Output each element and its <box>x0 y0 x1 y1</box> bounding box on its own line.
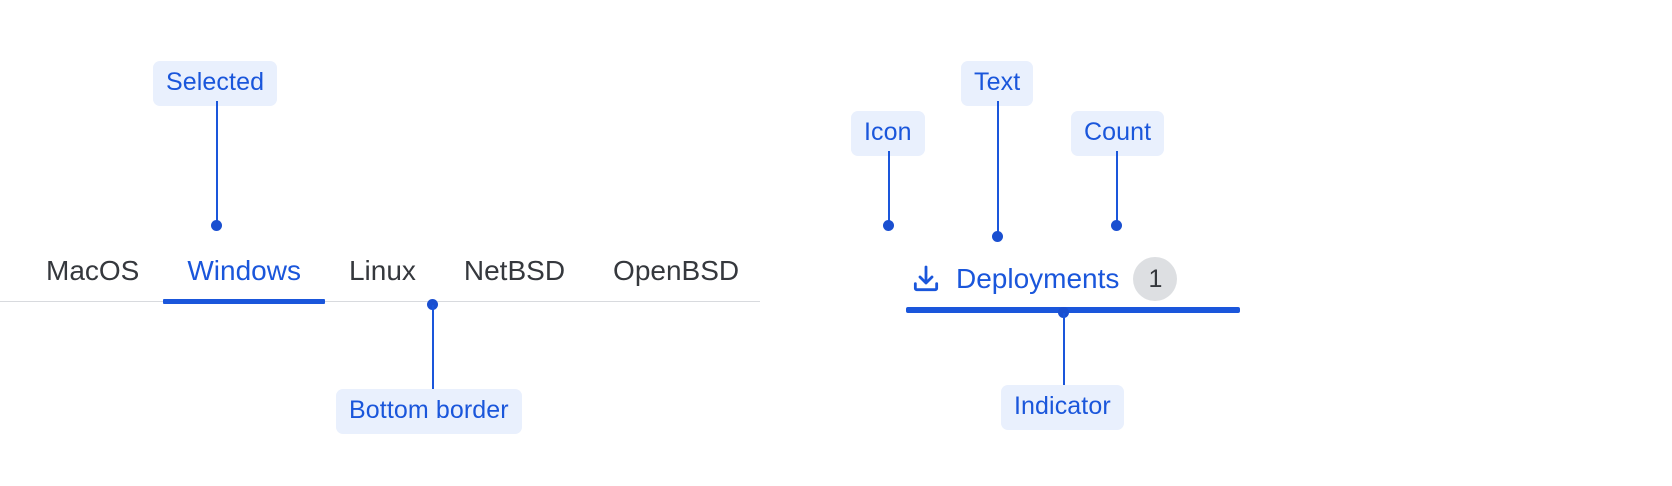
annotation-selected: Selected <box>153 61 278 106</box>
annotation-count: Count <box>1071 111 1165 156</box>
tabbar-deployments: Deployments 1 <box>906 252 1246 314</box>
annotation-indicator-dot <box>1058 307 1069 318</box>
annotation-text-connector <box>997 101 999 236</box>
annotation-icon: Icon <box>851 111 925 156</box>
tab-label: Deployments <box>956 263 1120 294</box>
annotation-indicator-connector <box>1063 313 1065 385</box>
annotation-indicator: Indicator <box>1001 385 1124 430</box>
annotation-selected-connector <box>216 101 218 225</box>
tab-active-underline <box>163 299 325 304</box>
annotation-bottom-border-connector <box>432 305 434 389</box>
tab-label: Windows <box>187 255 301 286</box>
annotation-text: Text <box>961 61 1034 106</box>
tab-label: OpenBSD <box>613 255 740 286</box>
download-icon <box>910 263 942 295</box>
tab-deployments[interactable]: Deployments 1 <box>906 252 1246 306</box>
tab-count-badge: 1 <box>1133 257 1178 301</box>
tab-linux[interactable]: Linux <box>325 257 440 301</box>
annotation-selected-dot <box>211 220 222 231</box>
annotation-bottom-border-dot <box>427 299 438 310</box>
tab-netbsd[interactable]: NetBSD <box>440 257 589 301</box>
annotation-text-dot <box>992 231 1003 242</box>
annotation-icon-dot <box>883 220 894 231</box>
annotation-bottom-border: Bottom border <box>336 389 522 434</box>
tab-macos[interactable]: MacOS <box>22 257 163 301</box>
annotation-icon-connector <box>888 151 890 225</box>
annotation-count-dot <box>1111 220 1122 231</box>
tab-label: Linux <box>348 255 416 286</box>
tabbar-os: MacOS Windows Linux NetBSD OpenBSD <box>0 245 763 304</box>
tab-label: NetBSD <box>463 255 566 286</box>
tab-label: MacOS <box>46 255 140 286</box>
tab-openbsd[interactable]: OpenBSD <box>589 257 763 301</box>
tab-windows[interactable]: Windows <box>163 255 325 304</box>
tab-active-indicator <box>906 307 1240 313</box>
tab-list: MacOS Windows Linux NetBSD OpenBSD <box>0 245 763 304</box>
annotation-count-connector <box>1116 151 1118 225</box>
